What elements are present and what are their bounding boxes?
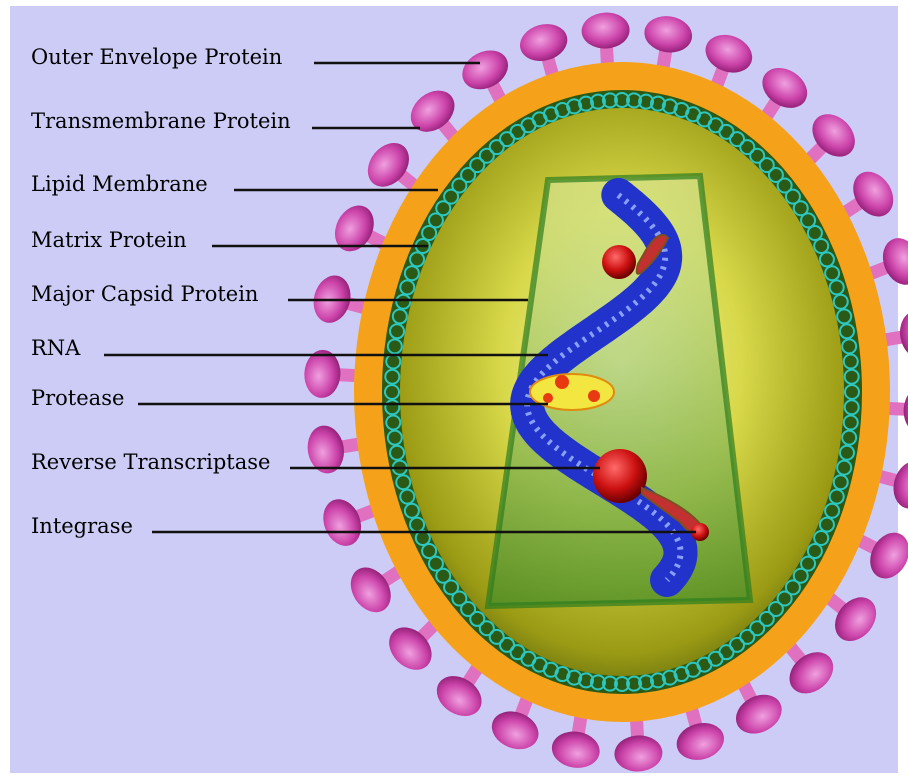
label-outer-envelope-protein: Outer Envelope Protein [31, 45, 282, 69]
label-major-capsid-protein: Major Capsid Protein [31, 282, 258, 306]
enzyme-top-shape [602, 245, 636, 279]
spike-head [317, 494, 368, 552]
label-protease: Protease [31, 386, 124, 410]
spike-head [429, 668, 489, 724]
label-rna: RNA [31, 336, 80, 360]
spike-head [327, 199, 381, 258]
spike-head [343, 560, 399, 620]
label-transmembrane-protein: Transmembrane Protein [31, 109, 291, 133]
spike-head [613, 734, 663, 773]
reverse-transcriptase-shape [593, 449, 647, 503]
spike-head [863, 526, 908, 585]
spike-head [845, 164, 901, 224]
spike-head [642, 13, 695, 56]
spike-head [581, 11, 631, 50]
spike-head [456, 43, 515, 97]
spike-head [516, 19, 572, 66]
spike-head [672, 718, 728, 765]
spike-head [876, 233, 908, 291]
spike-head [755, 60, 815, 116]
spike-head [486, 705, 544, 756]
label-lipid-membrane: Lipid Membrane [31, 172, 208, 196]
spike-head [303, 349, 341, 399]
label-integrase: Integrase [31, 514, 133, 538]
spike-head [549, 728, 602, 771]
spike-head [729, 687, 788, 741]
spike-head [700, 28, 758, 79]
label-reverse-transcriptase: Reverse Transcriptase [31, 450, 270, 474]
label-matrix-protein: Matrix Protein [31, 228, 187, 252]
